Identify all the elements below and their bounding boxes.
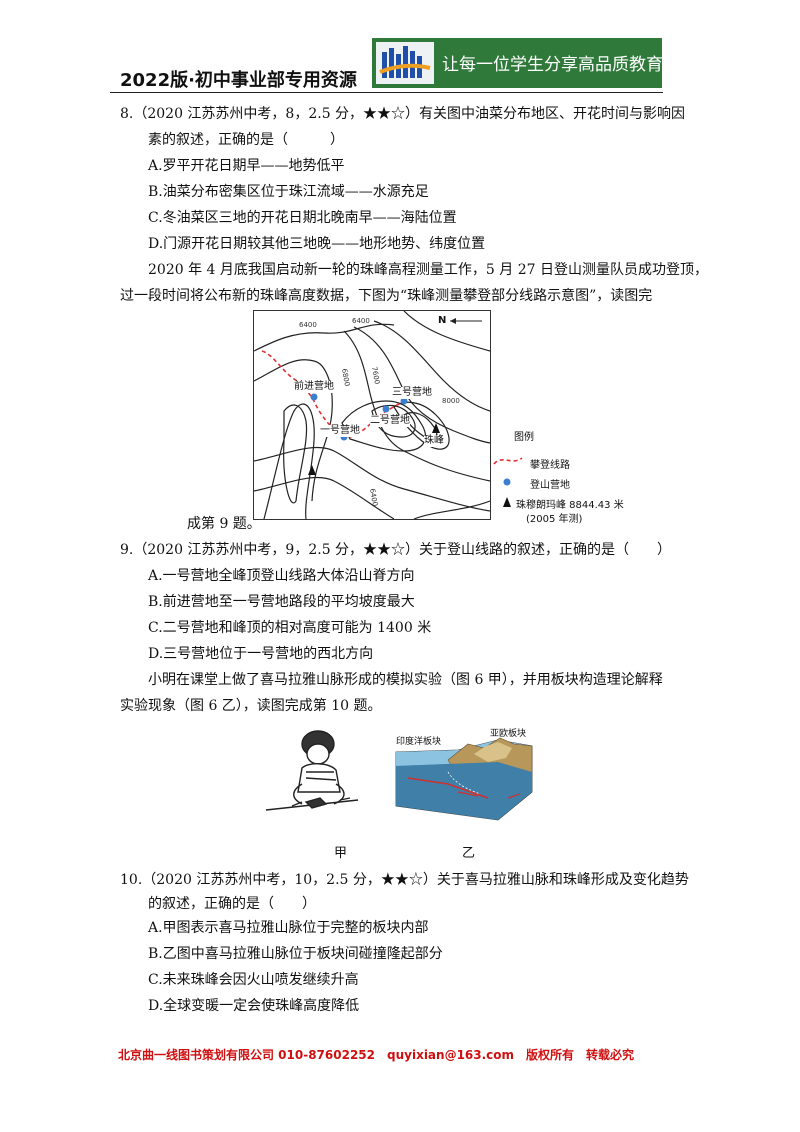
legend-peak: 珠穆朗玛峰 8844.43 米: [516, 500, 624, 511]
q9-option-a: A.一号营地全峰顶登山线路大体沿山脊方向: [148, 568, 415, 584]
q10-stem-line1: 10.（2020 江苏苏州中考，10，2.5 分，★★☆）关于喜马拉雅山脉和珠峰…: [120, 872, 689, 888]
contour-label-6400b: 6400: [352, 317, 370, 325]
publisher-logo: [376, 42, 434, 84]
legend-peak-note: (2005 年测): [526, 514, 583, 525]
q8-stem-line1: 8.（2020 江苏苏州中考，8，2.5 分，★★☆）有关图中油菜分布地区、开花…: [120, 106, 686, 122]
intro1-line2: 过一段时间将公布新的珠峰高度数据，下图为“珠峰测量攀登部分线路示意图”，读图完: [120, 288, 653, 304]
climbing-route: [261, 350, 405, 438]
q9-option-c: C.二号营地和峰顶的相对高度可能为 1400 米: [148, 620, 432, 636]
label-eurasia-plate: 亚欧板块: [490, 729, 527, 739]
q10-option-a: A.甲图表示喜马拉雅山脉位于完整的板块内部: [148, 920, 429, 936]
page-footer: 北京曲一线图书策划有限公司 010-87602252 quyixian@163.…: [118, 1048, 635, 1062]
q10-option-d: D.全球变暖一定会使珠峰高度降低: [148, 998, 360, 1014]
q8-option-c: C.冬油菜区三地的开花日期北晚南早——海陆位置: [148, 210, 457, 226]
label-camp-2: 二号营地: [370, 415, 410, 427]
fig6-experiment-illustration: [265, 730, 359, 811]
peak-marker: [432, 423, 440, 433]
contour-label-8000: 8000: [442, 397, 460, 405]
contour-label-7600: 7600: [370, 366, 381, 385]
label-advance-camp: 前进营地: [294, 381, 334, 393]
q8-option-b: B.油菜分布密集区位于珠江流域——水源充足: [148, 184, 429, 200]
legend-route: 攀登线路: [530, 460, 570, 471]
secondary-peak-marker: [308, 465, 316, 475]
north-label: N: [438, 315, 447, 327]
intro2-line2: 实验现象（图 6 乙），读图完成第 10 题。: [120, 698, 382, 714]
label-peak: 珠峰: [424, 435, 444, 447]
q9-stem: 9.（2020 江苏苏州中考，9，2.5 分，★★☆）关于登山线路的叙述，正确的…: [120, 542, 672, 558]
fig6-plate-diagram: [395, 737, 533, 821]
fig6-caption-a: 甲: [334, 846, 348, 861]
q9-option-b: B.前进营地至一号营地路段的平均坡度最大: [148, 594, 415, 610]
header-divider: [110, 92, 663, 93]
q9-option-d: D.三号营地位于一号营地的西北方向: [148, 646, 374, 662]
legend-title: 图例: [514, 432, 534, 443]
q10-option-c: C.未来珠峰会因火山喷发继续升高: [148, 972, 359, 988]
camp-marker-2: [382, 405, 390, 413]
intro2-line1: 小明在课堂上做了喜马拉雅山脉形成的模拟实验（图 6 甲），并用板块构造理论解释: [148, 672, 663, 688]
north-arrow-head: [450, 318, 456, 324]
header-slogan: 让每一位学生分享高品质教育: [442, 55, 663, 75]
q10-option-b: B.乙图中喜马拉雅山脉位于板块间碰撞隆起部分: [148, 946, 443, 962]
intro1-line1: 2020 年 4 月底我国启动新一轮的珠峰高程测量工作，5 月 27 日登山测量…: [148, 262, 708, 278]
q8-option-a: A.罗平开花日期早——地势低平: [148, 158, 345, 174]
legend-camp: 登山营地: [530, 480, 570, 491]
legend-symbols: [493, 457, 523, 507]
header-banner: 让每一位学生分享高品质教育: [372, 38, 663, 88]
contour-label-6400a: 6400: [299, 321, 317, 329]
everest-route-map: 6400 6400 6800 7600 8000 6400 N 前进营地 一号营…: [253, 310, 491, 520]
contour-label-6400c: 6400: [368, 488, 379, 507]
q8-stem-line2: 素的叙述，正确的是（ ）: [148, 132, 344, 148]
contour-label-6800: 6800: [340, 368, 351, 387]
camp-marker-advance: [310, 393, 318, 401]
q8-option-d: D.门源开花日期较其他三地晚——地形地势、纬度位置: [148, 236, 486, 252]
camp-marker-3: [400, 397, 408, 405]
label-camp-1: 一号营地: [320, 425, 360, 437]
label-india-plate: 印度洋板块: [396, 737, 442, 747]
intro1-line3: 成第 9 题。: [187, 516, 261, 532]
fig6-caption-b: 乙: [462, 846, 476, 861]
page-header-title: 2022版·初中事业部专用资源: [120, 70, 357, 91]
label-camp-3: 三号营地: [392, 387, 432, 399]
q10-stem-line2: 的叙述，正确的是（ ）: [148, 896, 316, 912]
